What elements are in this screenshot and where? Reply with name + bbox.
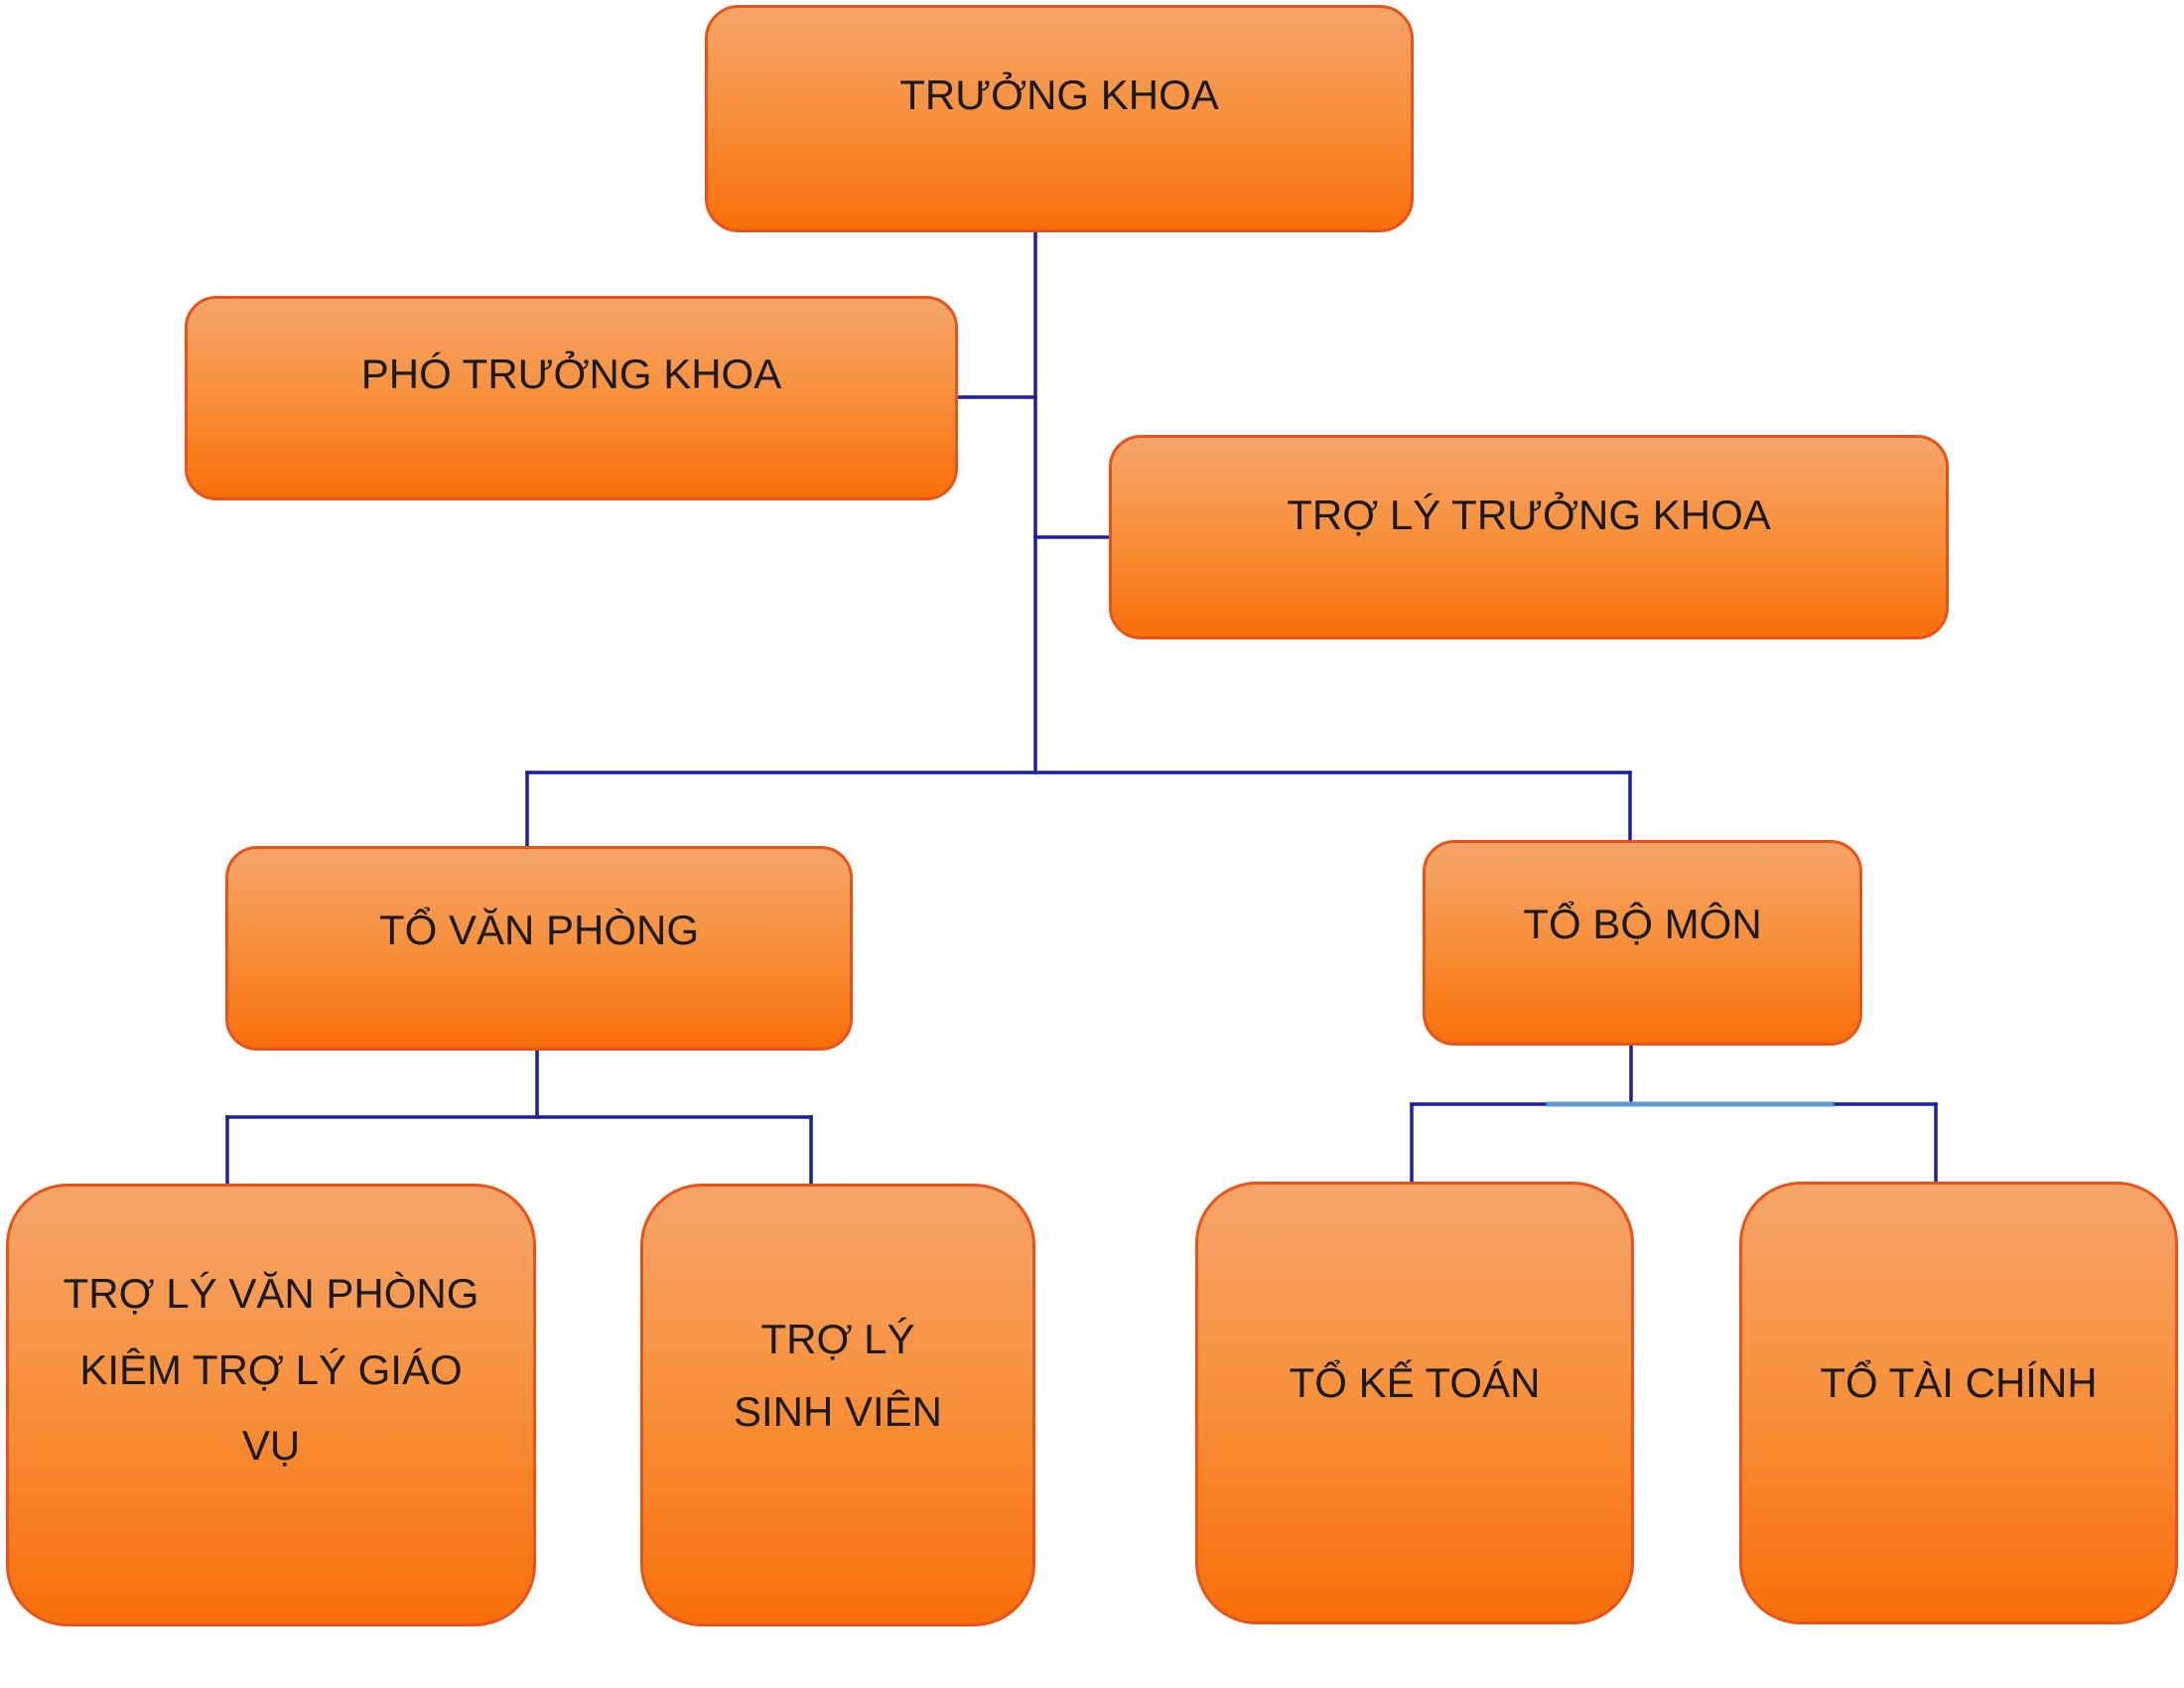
box-to-tai-chinh: TỔ TÀI CHÍNH — [1739, 1182, 2178, 1624]
label-tro-ly-van-phong: TRỢ LÝ VĂN PHÒNG KIÊM TRỢ LÝ GIÁO VỤ — [63, 1270, 479, 1470]
box-to-bo-mon: TỔ BỘ MÔN — [1423, 840, 1862, 1046]
label-pho-truong-khoa: PHÓ TRƯỞNG KHOA — [360, 351, 782, 397]
box-pho-truong-khoa: PHÓ TRƯỞNG KHOA — [185, 296, 958, 500]
label-to-bo-mon: TỔ BỘ MÔN — [1523, 901, 1762, 947]
label-tro-ly-truong-khoa: TRỢ LÝ TRƯỞNG KHOA — [1287, 492, 1771, 538]
box-truong-khoa: TRƯỞNG KHOA — [705, 5, 1414, 232]
label-to-tai-chinh: TỔ TÀI CHÍNH — [1820, 1359, 2098, 1407]
box-to-ke-toan: TỔ KẾ TOÁN — [1195, 1182, 1634, 1624]
label-to-van-phong: TỔ VĂN PHÒNG — [378, 907, 700, 953]
box-tro-ly-van-phong: TRỢ LÝ VĂN PHÒNG KIÊM TRỢ LÝ GIÁO VỤ — [6, 1184, 536, 1626]
box-to-van-phong: TỔ VĂN PHÒNG — [225, 846, 853, 1051]
label-to-ke-toan: TỔ KẾ TOÁN — [1289, 1359, 1541, 1407]
box-tro-ly-truong-khoa: TRỢ LÝ TRƯỞNG KHOA — [1109, 435, 1949, 639]
label-truong-khoa: TRƯỞNG KHOA — [899, 71, 1219, 118]
label-tro-ly-sinh-vien: TRỢ LÝ SINH VIÊN — [733, 1315, 943, 1436]
box-tro-ly-sinh-vien: TRỢ LÝ SINH VIÊN — [640, 1184, 1035, 1626]
